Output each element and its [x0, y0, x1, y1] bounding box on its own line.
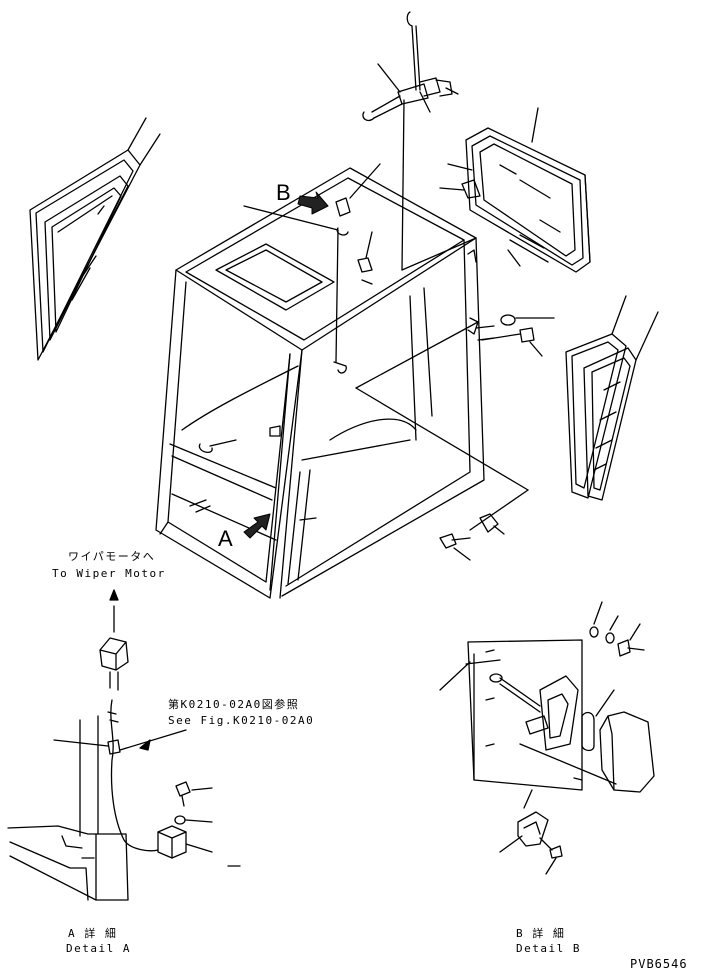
cab-right-bolts [356, 315, 554, 560]
see-figure-en: See Fig.K0210-02A0 [168, 714, 315, 727]
detail-a-title-en: Detail A [66, 942, 131, 955]
view-label-a: A [218, 526, 233, 551]
detail-a-title-jp: A 詳 細 [68, 927, 118, 940]
left-side-window [30, 118, 160, 360]
see-figure-jp: 第K0210-02A0図参照 [168, 698, 300, 711]
detail-b-drawing [440, 602, 654, 874]
detail-b-title-en: Detail B [516, 942, 581, 955]
detail-b-title-jp: B 詳 細 [516, 927, 566, 940]
view-label-b: B [276, 180, 291, 205]
detail-a-drawing [8, 590, 240, 900]
drawing-number: PVB6546 [630, 957, 688, 971]
cab-frame [156, 168, 484, 598]
rear-window [440, 108, 590, 272]
view-arrow-b [298, 192, 328, 214]
antenna-assembly [363, 12, 458, 270]
right-side-window [566, 296, 658, 500]
to-wiper-motor-en: To Wiper Motor [52, 567, 166, 580]
to-wiper-motor-jp: ワイパモータへ [68, 550, 156, 563]
view-arrow-a [244, 514, 270, 538]
bracket-b [244, 164, 476, 373]
